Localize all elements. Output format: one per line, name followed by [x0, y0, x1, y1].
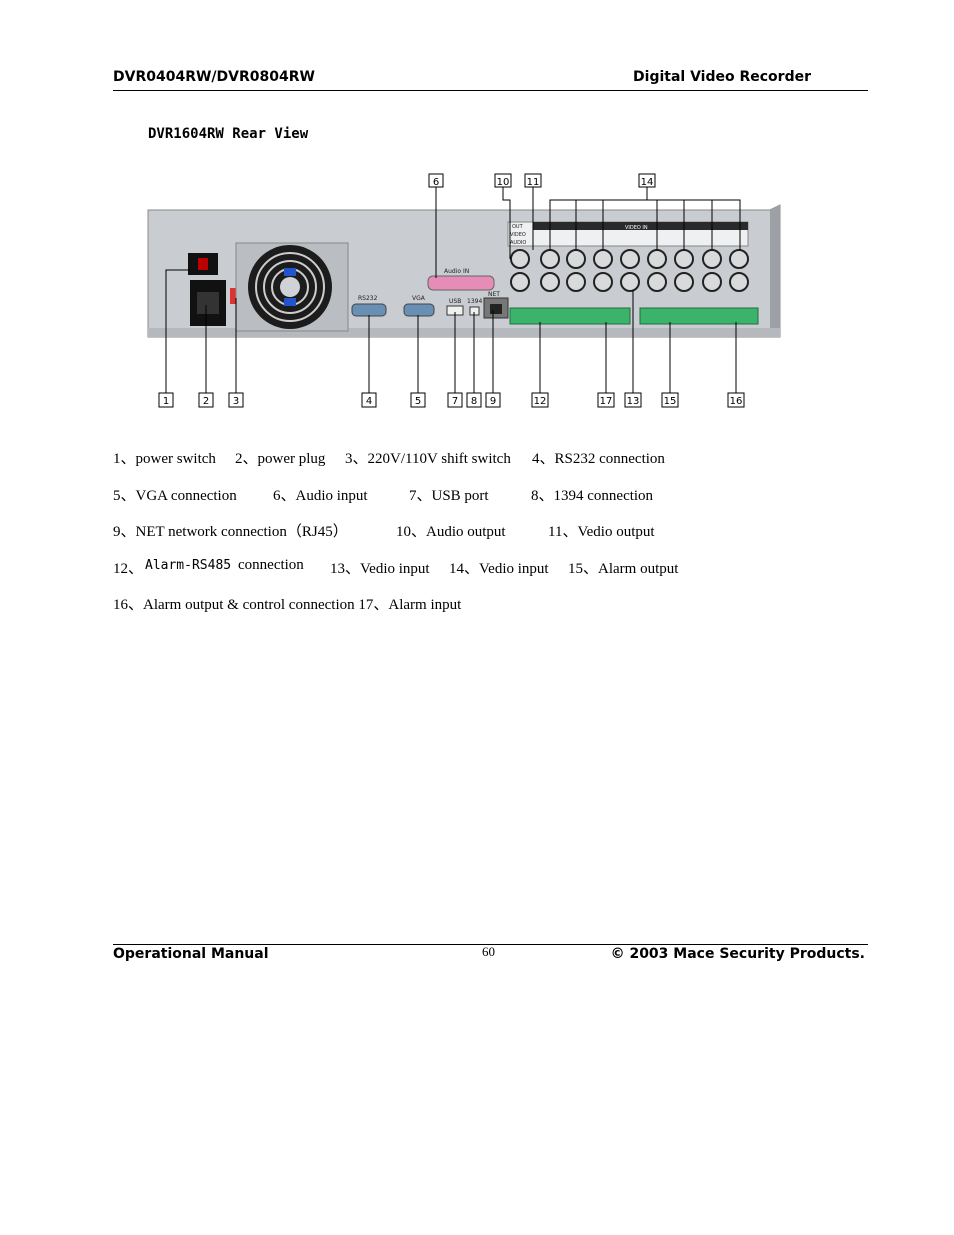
- callout-14: 14: [641, 177, 654, 188]
- caption-line-4: 12、 Alarm-RS485 connection 13、Vedio inpu…: [113, 557, 679, 577]
- callout-13: 13: [627, 396, 640, 407]
- callout-12: 12: [534, 396, 547, 407]
- footer-rule: [113, 944, 868, 945]
- alarm-output-terminal: [639, 307, 759, 325]
- caption-line-1: 1、power switch 2、power plug 3、220V/110V …: [113, 451, 665, 467]
- callout-2: 2: [203, 396, 209, 407]
- footer-copyright: © 2003 Mace Security Products.: [610, 946, 865, 962]
- svg-text:OUT: OUT: [512, 224, 524, 230]
- callout-17: 17: [600, 396, 613, 407]
- callout-5: 5: [415, 396, 421, 407]
- callout-3: 3: [233, 396, 239, 407]
- caption-line-2: 5、VGA connection 6、Audio input 7、USB por…: [113, 488, 654, 504]
- section-title: DVR1604RW Rear View: [148, 126, 309, 142]
- svg-text:NET: NET: [488, 291, 500, 298]
- svg-text:AUDIO: AUDIO: [510, 240, 526, 246]
- svg-text:USB: USB: [449, 298, 461, 305]
- svg-text:VIDEO: VIDEO: [510, 232, 526, 238]
- vga-connector: [403, 303, 435, 317]
- svg-text:RS232: RS232: [358, 295, 378, 302]
- voltage-switch: [230, 288, 239, 304]
- callout-8: 8: [471, 396, 477, 407]
- page-number: 60: [482, 944, 495, 959]
- power-switch-rocker: [198, 258, 208, 270]
- rs232-connector: [351, 303, 387, 317]
- callout-16: 16: [730, 396, 743, 407]
- header-model: DVR0404RW/DVR0804RW: [113, 69, 315, 85]
- alarm-rs485-terminal: [509, 307, 631, 325]
- caption-line-5: 16、Alarm output & control connection 17、…: [113, 597, 462, 613]
- bnc-row-bottom: [510, 272, 749, 292]
- callout-6: 6: [433, 177, 439, 188]
- chassis-base: [148, 328, 780, 337]
- svg-text:VIDEO IN: VIDEO IN: [625, 225, 648, 231]
- callout-11: 11: [527, 177, 540, 188]
- callout-4: 4: [366, 396, 372, 407]
- caption-line-3: 9、NET network connection（RJ45） 10、Audio …: [113, 524, 655, 540]
- callout-15: 15: [664, 396, 677, 407]
- callout-9: 9: [490, 396, 496, 407]
- svg-text:1394: 1394: [467, 298, 482, 305]
- bnc-row-top: [510, 249, 749, 269]
- callout-10: 10: [497, 177, 510, 188]
- callout-1: 1: [163, 396, 169, 407]
- audio-in-connector: [427, 275, 495, 291]
- header-title: Digital Video Recorder: [633, 69, 811, 85]
- header-rule: [113, 90, 868, 91]
- footer-manual: Operational Manual: [113, 946, 269, 962]
- rear-view-diagram: Audio IN RS232 VGA USB 1394 NET OUT VIDE…: [147, 173, 781, 408]
- chassis-side: [770, 205, 780, 337]
- svg-text:Audio IN: Audio IN: [444, 268, 469, 275]
- svg-text:VGA: VGA: [412, 295, 426, 302]
- power-plug-socket: [197, 292, 219, 314]
- callout-7: 7: [452, 396, 458, 407]
